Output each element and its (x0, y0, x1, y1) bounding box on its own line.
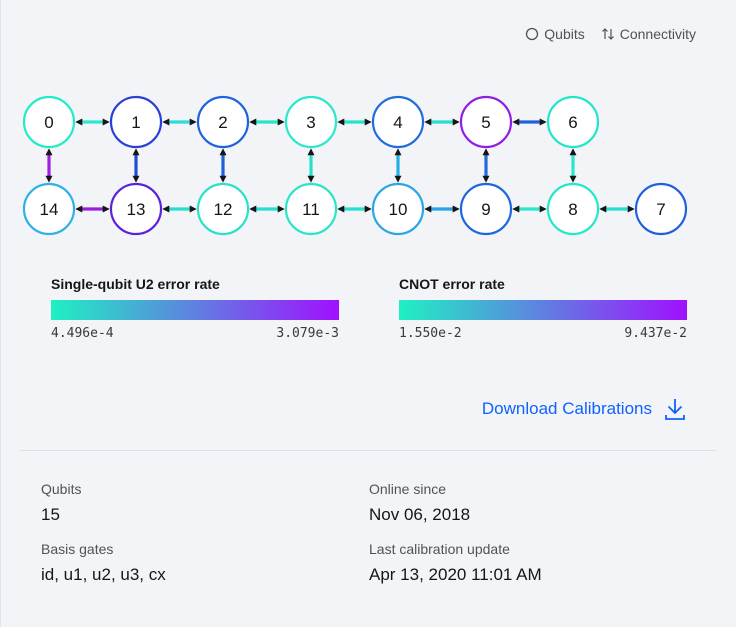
cnot-legend-max: 9.437e-2 (624, 326, 687, 341)
qubits-info: Qubits 15 (41, 481, 81, 525)
qubit-label-7: 7 (656, 200, 665, 219)
qubit-node-7[interactable]: 7 (634, 182, 688, 236)
qubit-node-6[interactable]: 6 (546, 95, 600, 149)
connectivity-view-toggle[interactable]: Connectivity (601, 26, 696, 42)
qubit-label-2: 2 (218, 113, 227, 132)
qubits-count-label: Qubits (41, 481, 82, 497)
view-toolbar: Qubits Connectivity (525, 26, 696, 42)
qubit-label-6: 6 (568, 113, 577, 132)
qubit-label-5: 5 (481, 113, 490, 132)
panel-border (0, 0, 1, 627)
basis-gates-info: Basis gates id, u1, u2, u3, cx (41, 541, 166, 585)
qubit-label-4: 4 (393, 113, 402, 132)
circle-icon (526, 27, 539, 41)
download-calibrations-label: Download Calibrations (481, 399, 652, 418)
qubit-node-8[interactable]: 8 (546, 182, 600, 236)
cnot-error-legend: CNOT error rate 1.550e-2 9.437e-2 (399, 276, 687, 341)
section-divider (20, 450, 716, 451)
qubit-node-14[interactable]: 14 (22, 182, 76, 236)
u2-legend-min: 4.496e-4 (51, 326, 114, 341)
last-calibration-value: Apr 13, 2020 11:01 AM (369, 565, 542, 584)
qubit-node-2[interactable]: 2 (196, 95, 250, 149)
basis-gates-label: Basis gates (41, 541, 114, 557)
online-since-value: Nov 06, 2018 (369, 505, 471, 524)
qubit-label-1: 1 (131, 113, 140, 132)
qubit-label-8: 8 (568, 200, 577, 219)
qubit-label-11: 11 (302, 200, 320, 219)
qubit-label-10: 10 (389, 200, 408, 219)
connectivity-view-label: Connectivity (619, 26, 696, 42)
qubit-node-11[interactable]: 11 (284, 182, 338, 236)
basis-gates-value: id, u1, u2, u3, cx (41, 565, 166, 584)
qubit-node-12[interactable]: 12 (196, 182, 250, 236)
u2-gradient-bar (51, 300, 339, 320)
last-calibration-label: Last calibration update (369, 541, 510, 557)
qubit-node-13[interactable]: 13 (109, 182, 163, 236)
qubit-label-9: 9 (481, 200, 490, 219)
qubits-view-label: Qubits (544, 26, 585, 42)
qubit-label-12: 12 (214, 200, 233, 219)
qubit-node-4[interactable]: 4 (371, 95, 425, 149)
qubit-label-13: 13 (127, 200, 146, 219)
qubit-node-9[interactable]: 9 (459, 182, 513, 236)
swap-arrows-icon (601, 28, 614, 40)
online-since-label: Online since (369, 481, 447, 497)
qubit-node-10[interactable]: 10 (371, 182, 425, 236)
download-calibrations-link[interactable]: Download Calibrations (482, 397, 686, 421)
u2-error-legend: Single-qubit U2 error rate 4.496e-4 3.07… (51, 276, 339, 341)
qubits-count-value: 15 (41, 505, 60, 524)
last-calibration-info: Last calibration update Apr 13, 2020 11:… (369, 541, 542, 585)
u2-legend-max: 3.079e-3 (276, 326, 339, 341)
qubit-node-3[interactable]: 3 (284, 95, 338, 149)
online-since-info: Online since Nov 06, 2018 (369, 481, 470, 525)
qubit-label-0: 0 (44, 113, 53, 132)
qubit-label-3: 3 (306, 113, 315, 132)
qubit-node-1[interactable]: 1 (109, 95, 163, 149)
qubit-node-0[interactable]: 0 (22, 95, 76, 149)
cnot-legend-min: 1.550e-2 (399, 326, 462, 341)
u2-legend-title: Single-qubit U2 error rate (51, 276, 220, 292)
qubit-label-14: 14 (40, 200, 59, 219)
cnot-legend-title: CNOT error rate (399, 276, 505, 292)
qubits-view-toggle[interactable]: Qubits (525, 26, 585, 42)
qubit-node-5[interactable]: 5 (459, 95, 513, 149)
download-icon (665, 399, 685, 420)
cnot-gradient-bar (399, 300, 687, 320)
